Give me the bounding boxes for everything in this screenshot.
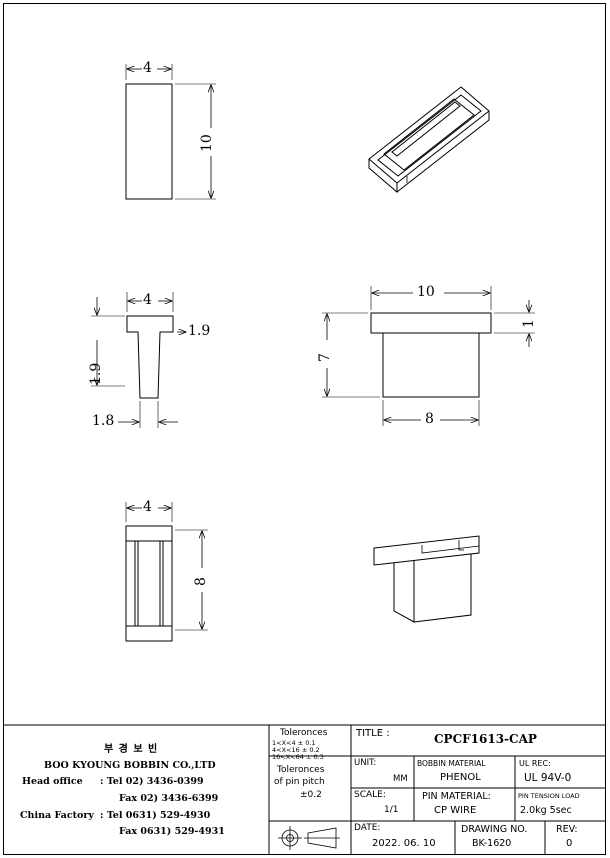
side-view xyxy=(322,286,535,426)
pin-pitch-tolerance-title-2: of pin pitch xyxy=(274,777,325,787)
top-view-height-label: 10 xyxy=(199,134,215,152)
side-view-cap-thickness-label: 1 xyxy=(521,319,537,328)
unit-label: UNIT: xyxy=(354,758,377,768)
bobbin-material-label: BOBBIN MATERIAL xyxy=(417,759,486,768)
front-view-outline xyxy=(126,315,174,399)
scale-label: SCALE: xyxy=(354,790,386,800)
ul-value: UL 94V-0 xyxy=(524,772,572,784)
drawing-no-value: BK-1620 xyxy=(472,838,512,849)
sheet-border xyxy=(3,3,606,855)
side-view-width-label: 10 xyxy=(417,284,435,300)
tolerance-row: 16<X<64 ± 0.3 xyxy=(272,753,324,761)
bottom-view-height-label: 8 xyxy=(193,577,209,586)
pin-pitch-tolerance-value: ±0.2 xyxy=(300,790,322,800)
china-factory-label: China Factory xyxy=(20,810,94,821)
head-office-tel: : Tel 02) 3436-0399 xyxy=(100,776,204,787)
bottom-view xyxy=(125,502,208,642)
isometric-view-bottom xyxy=(373,535,480,623)
isometric-view-top xyxy=(368,86,490,194)
pin-pitch-tolerance-title: Toleronces xyxy=(277,765,325,775)
rev-value: 0 xyxy=(566,838,573,849)
projection-symbol xyxy=(278,826,340,850)
side-view-height-label: 7 xyxy=(317,353,333,362)
china-factory-tel: : Tel 0631) 529-4930 xyxy=(100,810,211,821)
china-factory-fax: Fax 0631) 529-4931 xyxy=(119,826,225,837)
head-office-label: Head office xyxy=(22,776,83,787)
tolerance-row: 4<X<16 ± 0.2 xyxy=(272,746,320,754)
drawing-no-label: DRAWING NO. xyxy=(461,824,528,835)
front-view-width-label: 4 xyxy=(143,292,152,308)
drawing-title: CPCF1613-CAP xyxy=(434,732,537,746)
top-view xyxy=(125,64,216,200)
rev-label: REV: xyxy=(556,824,578,835)
unit-value: MM xyxy=(393,774,408,784)
side-view-body-width-label: 8 xyxy=(425,411,434,427)
top-view-width-label: 4 xyxy=(143,60,152,76)
bottom-view-outline xyxy=(125,525,173,642)
bottom-view-width-label: 4 xyxy=(143,499,152,515)
date-label: DATE: xyxy=(354,823,381,833)
ul-label: UL REC: xyxy=(519,759,551,768)
title-label: TITLE : xyxy=(356,728,390,739)
title-block-grid xyxy=(268,725,606,855)
head-office-fax: Fax 02) 3436-6399 xyxy=(119,793,219,804)
pin-material-value: CP WIRE xyxy=(434,805,477,816)
pin-tension-value: 2.0kg 5sec xyxy=(520,805,572,816)
pin-material-label: PIN MATERIAL: xyxy=(422,791,491,802)
date-value: 2022. 06. 10 xyxy=(372,838,436,849)
front-view-pin-width-label: 1.8 xyxy=(92,413,115,429)
bobbin-material-value: PHENOL xyxy=(440,772,481,783)
pin-tension-label: PIN TENSION LOAD xyxy=(518,792,580,800)
company-name-korean: 부 경 보 빈 xyxy=(104,744,159,755)
side-view-body xyxy=(382,332,480,398)
top-view-outline xyxy=(125,83,173,200)
tolerance-row: 1<X<4 ± 0.1 xyxy=(272,739,316,747)
front-view-height-label: 1.9 xyxy=(88,362,104,385)
scale-value: 1/1 xyxy=(384,805,399,815)
front-view xyxy=(91,292,186,428)
tolerance-title: Toleronces xyxy=(280,728,328,738)
company-name: BOO KYOUNG BOBBIN CO.,LTD xyxy=(44,760,216,771)
side-view-cap xyxy=(370,312,492,334)
front-view-cap-thickness-label: 1.9 xyxy=(188,323,211,339)
